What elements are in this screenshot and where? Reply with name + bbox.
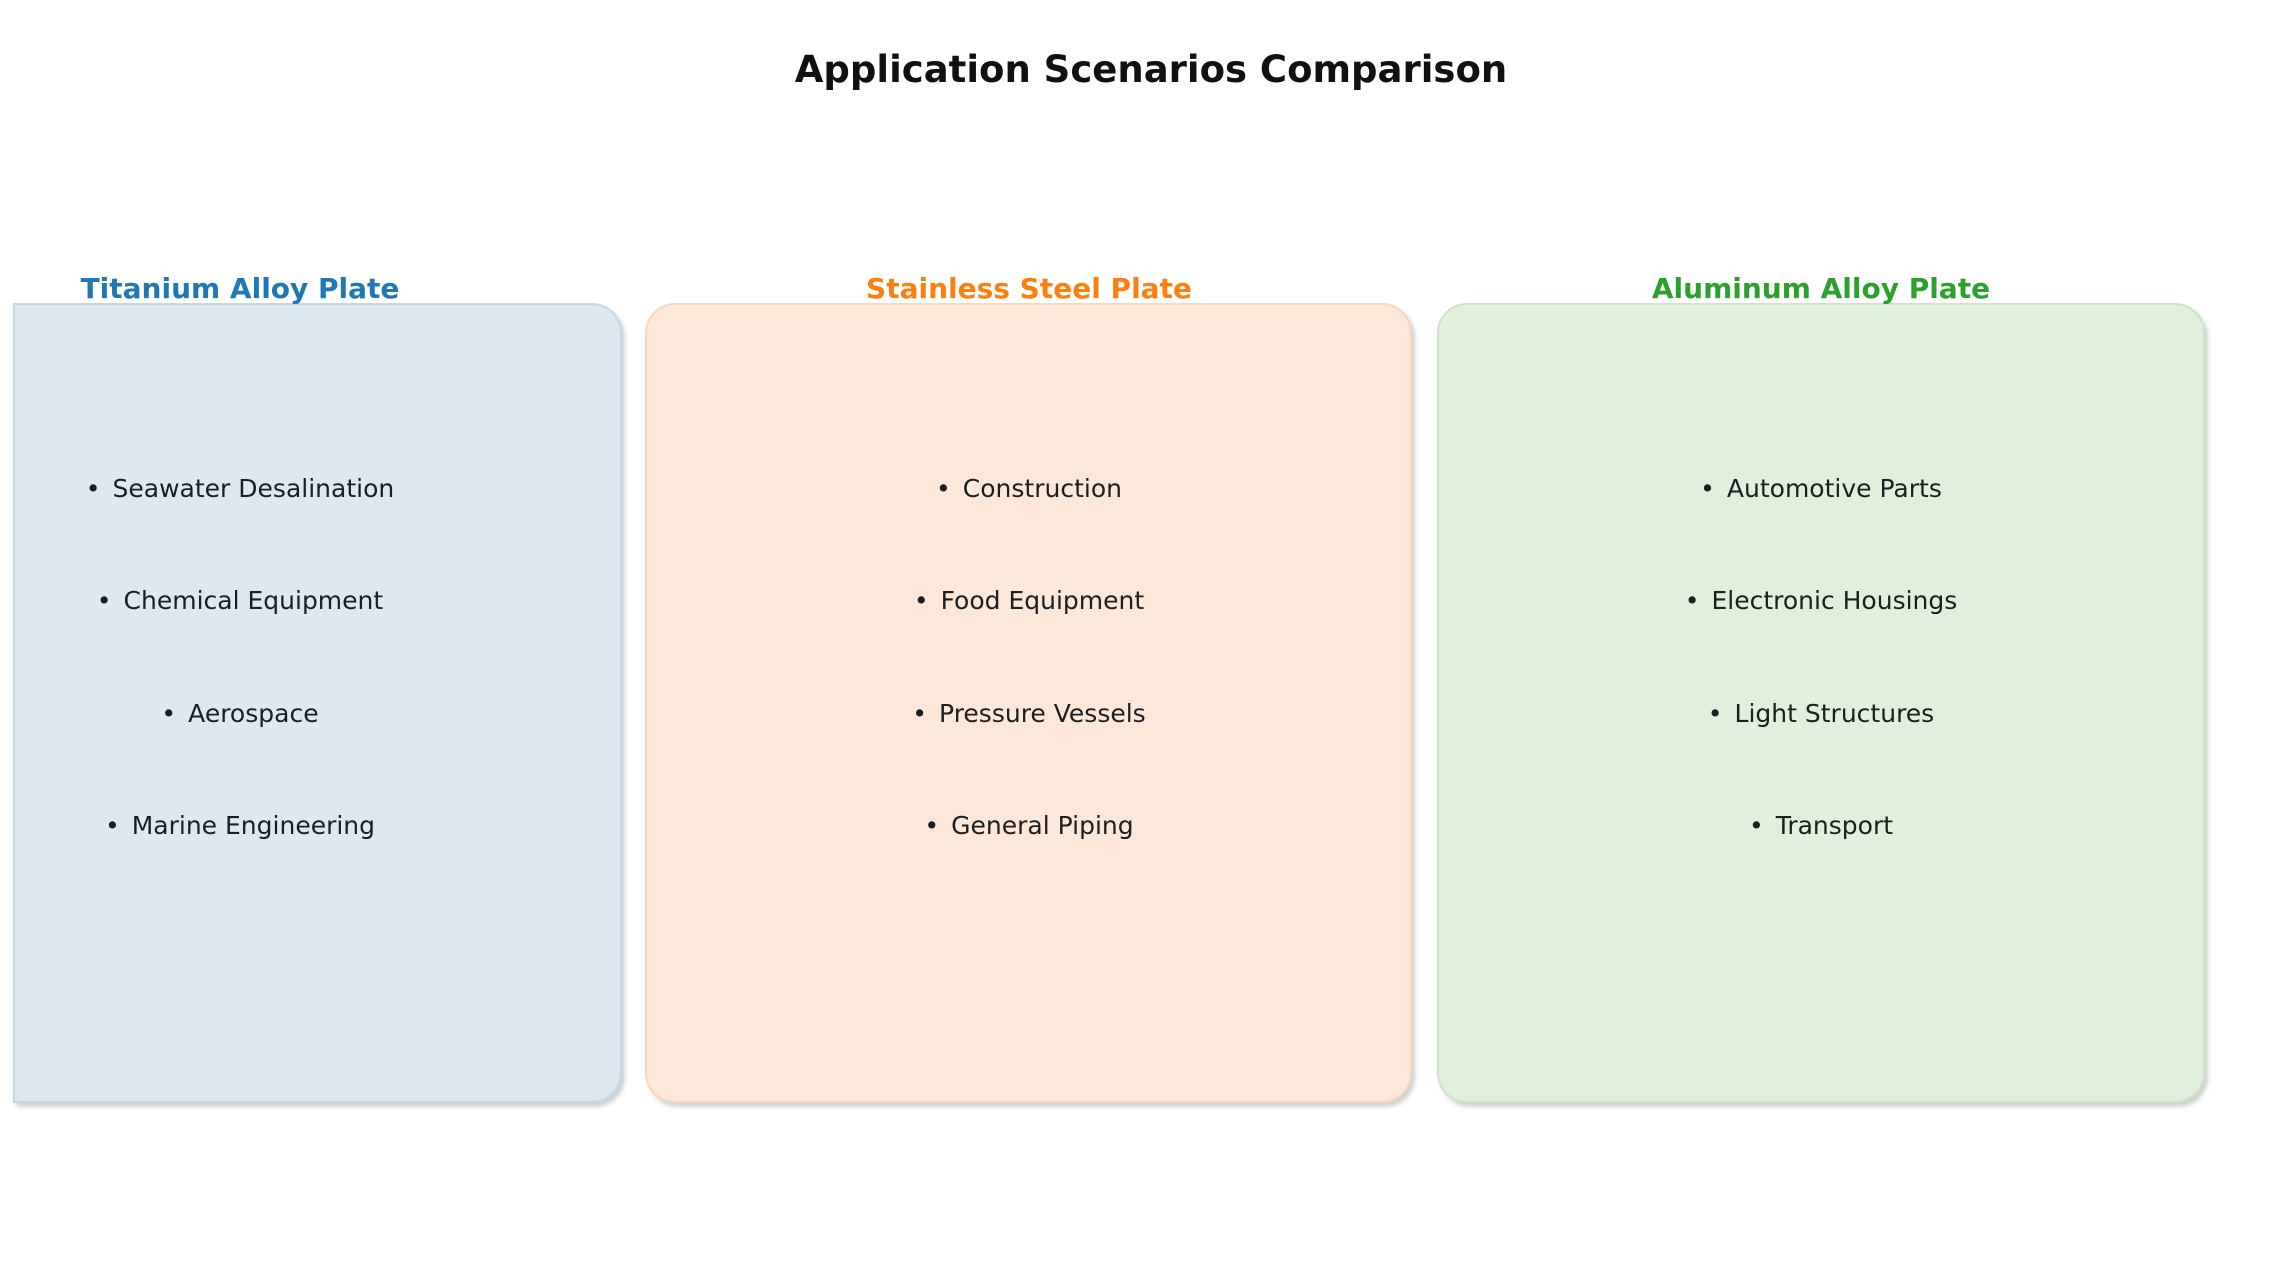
panel-aluminum-alloy-plate [1437,303,2205,1103]
list-item-label: Construction [962,474,1122,503]
bullet-icon: • [1684,586,1700,615]
list-item-aerospace: • Aerospace [161,698,318,730]
list-item-label: General Piping [951,811,1134,840]
panel-titanium-alloy-plate [13,303,622,1103]
list-item-marine-engineering: • Marine Engineering [105,810,375,842]
list-item-label: Light Structures [1734,699,1935,728]
list-item-seawater-desalination: • Seawater Desalination [86,473,394,505]
panel-title-titanium-alloy-plate: Titanium Alloy Plate [80,272,400,305]
list-item-electronic-housings: • Electronic Housings [1685,585,1958,617]
panel-title-aluminum-alloy-plate: Aluminum Alloy Plate [1651,272,1991,305]
panel-stainless-steel-plate [645,303,1412,1103]
list-item-label: Transport [1775,811,1894,840]
bullet-icon: • [96,586,112,615]
list-item-light-structures: • Light Structures [1708,698,1934,730]
list-item-construction: • Construction [936,473,1122,505]
bullet-icon: • [1748,811,1764,840]
bullet-icon: • [912,699,928,728]
list-item-transport: • Transport [1749,810,1893,842]
list-item-label: Aerospace [188,699,319,728]
bullet-icon: • [1700,474,1715,503]
list-item-pressure-vessels: • Pressure Vessels [912,698,1145,730]
bullet-icon: • [913,586,929,615]
list-item-label: Automotive Parts [1726,474,1942,503]
bullet-icon: • [924,811,940,840]
list-item-label: Electronic Housings [1711,586,1958,615]
bullet-icon: • [161,699,177,728]
page-title: Application Scenarios Comparison [794,48,1508,91]
list-item-label: Marine Engineering [131,811,376,840]
list-item-label: Seawater Desalination [112,474,395,503]
list-item-label: Chemical Equipment [123,586,384,615]
bullet-icon: • [936,474,951,503]
list-item-chemical-equipment: • Chemical Equipment [97,585,383,617]
list-item-label: Pressure Vessels [939,699,1146,728]
list-item-automotive-parts: • Automotive Parts [1700,473,1942,505]
list-item-general-piping: • General Piping [924,810,1133,842]
bullet-icon: • [85,474,101,503]
list-item-label: Food Equipment [940,586,1145,615]
bullet-icon: • [1707,699,1723,728]
list-item-food-equipment: • Food Equipment [914,585,1144,617]
bullet-icon: • [104,811,120,840]
panel-title-stainless-steel-plate: Stainless Steel Plate [866,272,1192,305]
